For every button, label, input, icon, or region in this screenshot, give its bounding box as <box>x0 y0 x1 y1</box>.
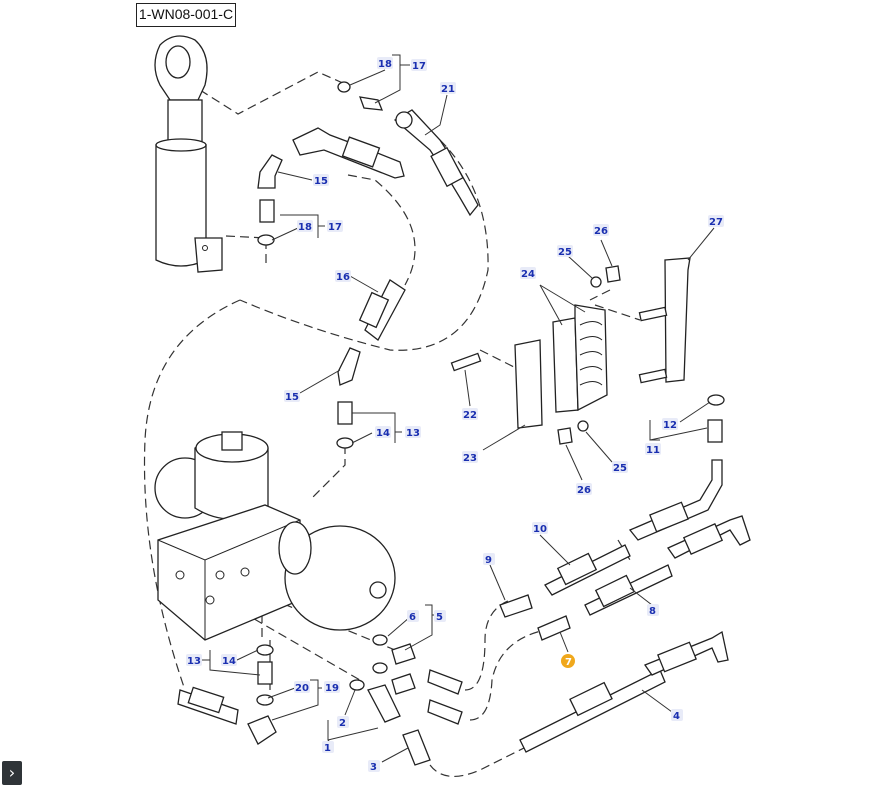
valve-block <box>154 431 396 641</box>
callout-14[interactable]: 14 <box>376 428 390 439</box>
drawing-reference: 1-WN08-001-C <box>136 3 236 27</box>
callout-15[interactable]: 15 <box>285 392 299 403</box>
callout-6[interactable]: 6 <box>409 612 416 623</box>
callout-16[interactable]: 16 <box>336 272 350 283</box>
highlighted-callout-marker[interactable] <box>561 654 575 668</box>
callout-17[interactable]: 17 <box>412 61 426 72</box>
callout-18[interactable]: 18 <box>298 222 312 233</box>
callout-15[interactable]: 15 <box>314 176 328 187</box>
callout-12[interactable]: 12 <box>663 420 677 431</box>
callout-25[interactable]: 25 <box>613 463 627 474</box>
callout-7[interactable]: 7 <box>565 657 572 668</box>
fittings-upper <box>257 81 384 449</box>
callout-21[interactable]: 21 <box>441 84 455 95</box>
callout-25[interactable]: 25 <box>558 247 572 258</box>
callout-2[interactable]: 2 <box>339 718 346 729</box>
callout-24[interactable]: 24 <box>521 269 535 280</box>
upper-hoses <box>257 109 479 386</box>
callout-13[interactable]: 13 <box>406 428 420 439</box>
callout-20[interactable]: 20 <box>295 683 309 694</box>
callout-17[interactable]: 17 <box>328 222 342 233</box>
callout-26[interactable]: 26 <box>594 226 608 237</box>
callout-10[interactable]: 10 <box>533 524 547 535</box>
routing-lines <box>143 71 669 777</box>
leader-lines <box>200 54 715 763</box>
callout-19[interactable]: 19 <box>325 683 339 694</box>
callout-14[interactable]: 14 <box>222 656 236 667</box>
expand-panel-button[interactable]: › <box>2 761 22 785</box>
callout-labels: 18 17 21 15 18 17 16 15 14 13 26 25 24 2… <box>186 57 724 773</box>
hydraulic-cylinder <box>154 35 223 273</box>
callout-1[interactable]: 1 <box>324 743 331 754</box>
lower-hoses <box>177 394 751 766</box>
callout-22[interactable]: 22 <box>463 410 477 421</box>
callout-13[interactable]: 13 <box>187 656 201 667</box>
callout-8[interactable]: 8 <box>649 606 656 617</box>
callout-23[interactable]: 23 <box>463 453 477 464</box>
callout-27[interactable]: 27 <box>709 217 723 228</box>
clamp-assembly <box>450 257 691 445</box>
callout-9[interactable]: 9 <box>485 555 492 566</box>
callout-5[interactable]: 5 <box>436 612 443 623</box>
callout-4[interactable]: 4 <box>673 711 680 722</box>
callout-26[interactable]: 26 <box>577 485 591 496</box>
callout-11[interactable]: 11 <box>646 445 660 456</box>
callout-18[interactable]: 18 <box>378 59 392 70</box>
callout-3[interactable]: 3 <box>370 762 377 773</box>
